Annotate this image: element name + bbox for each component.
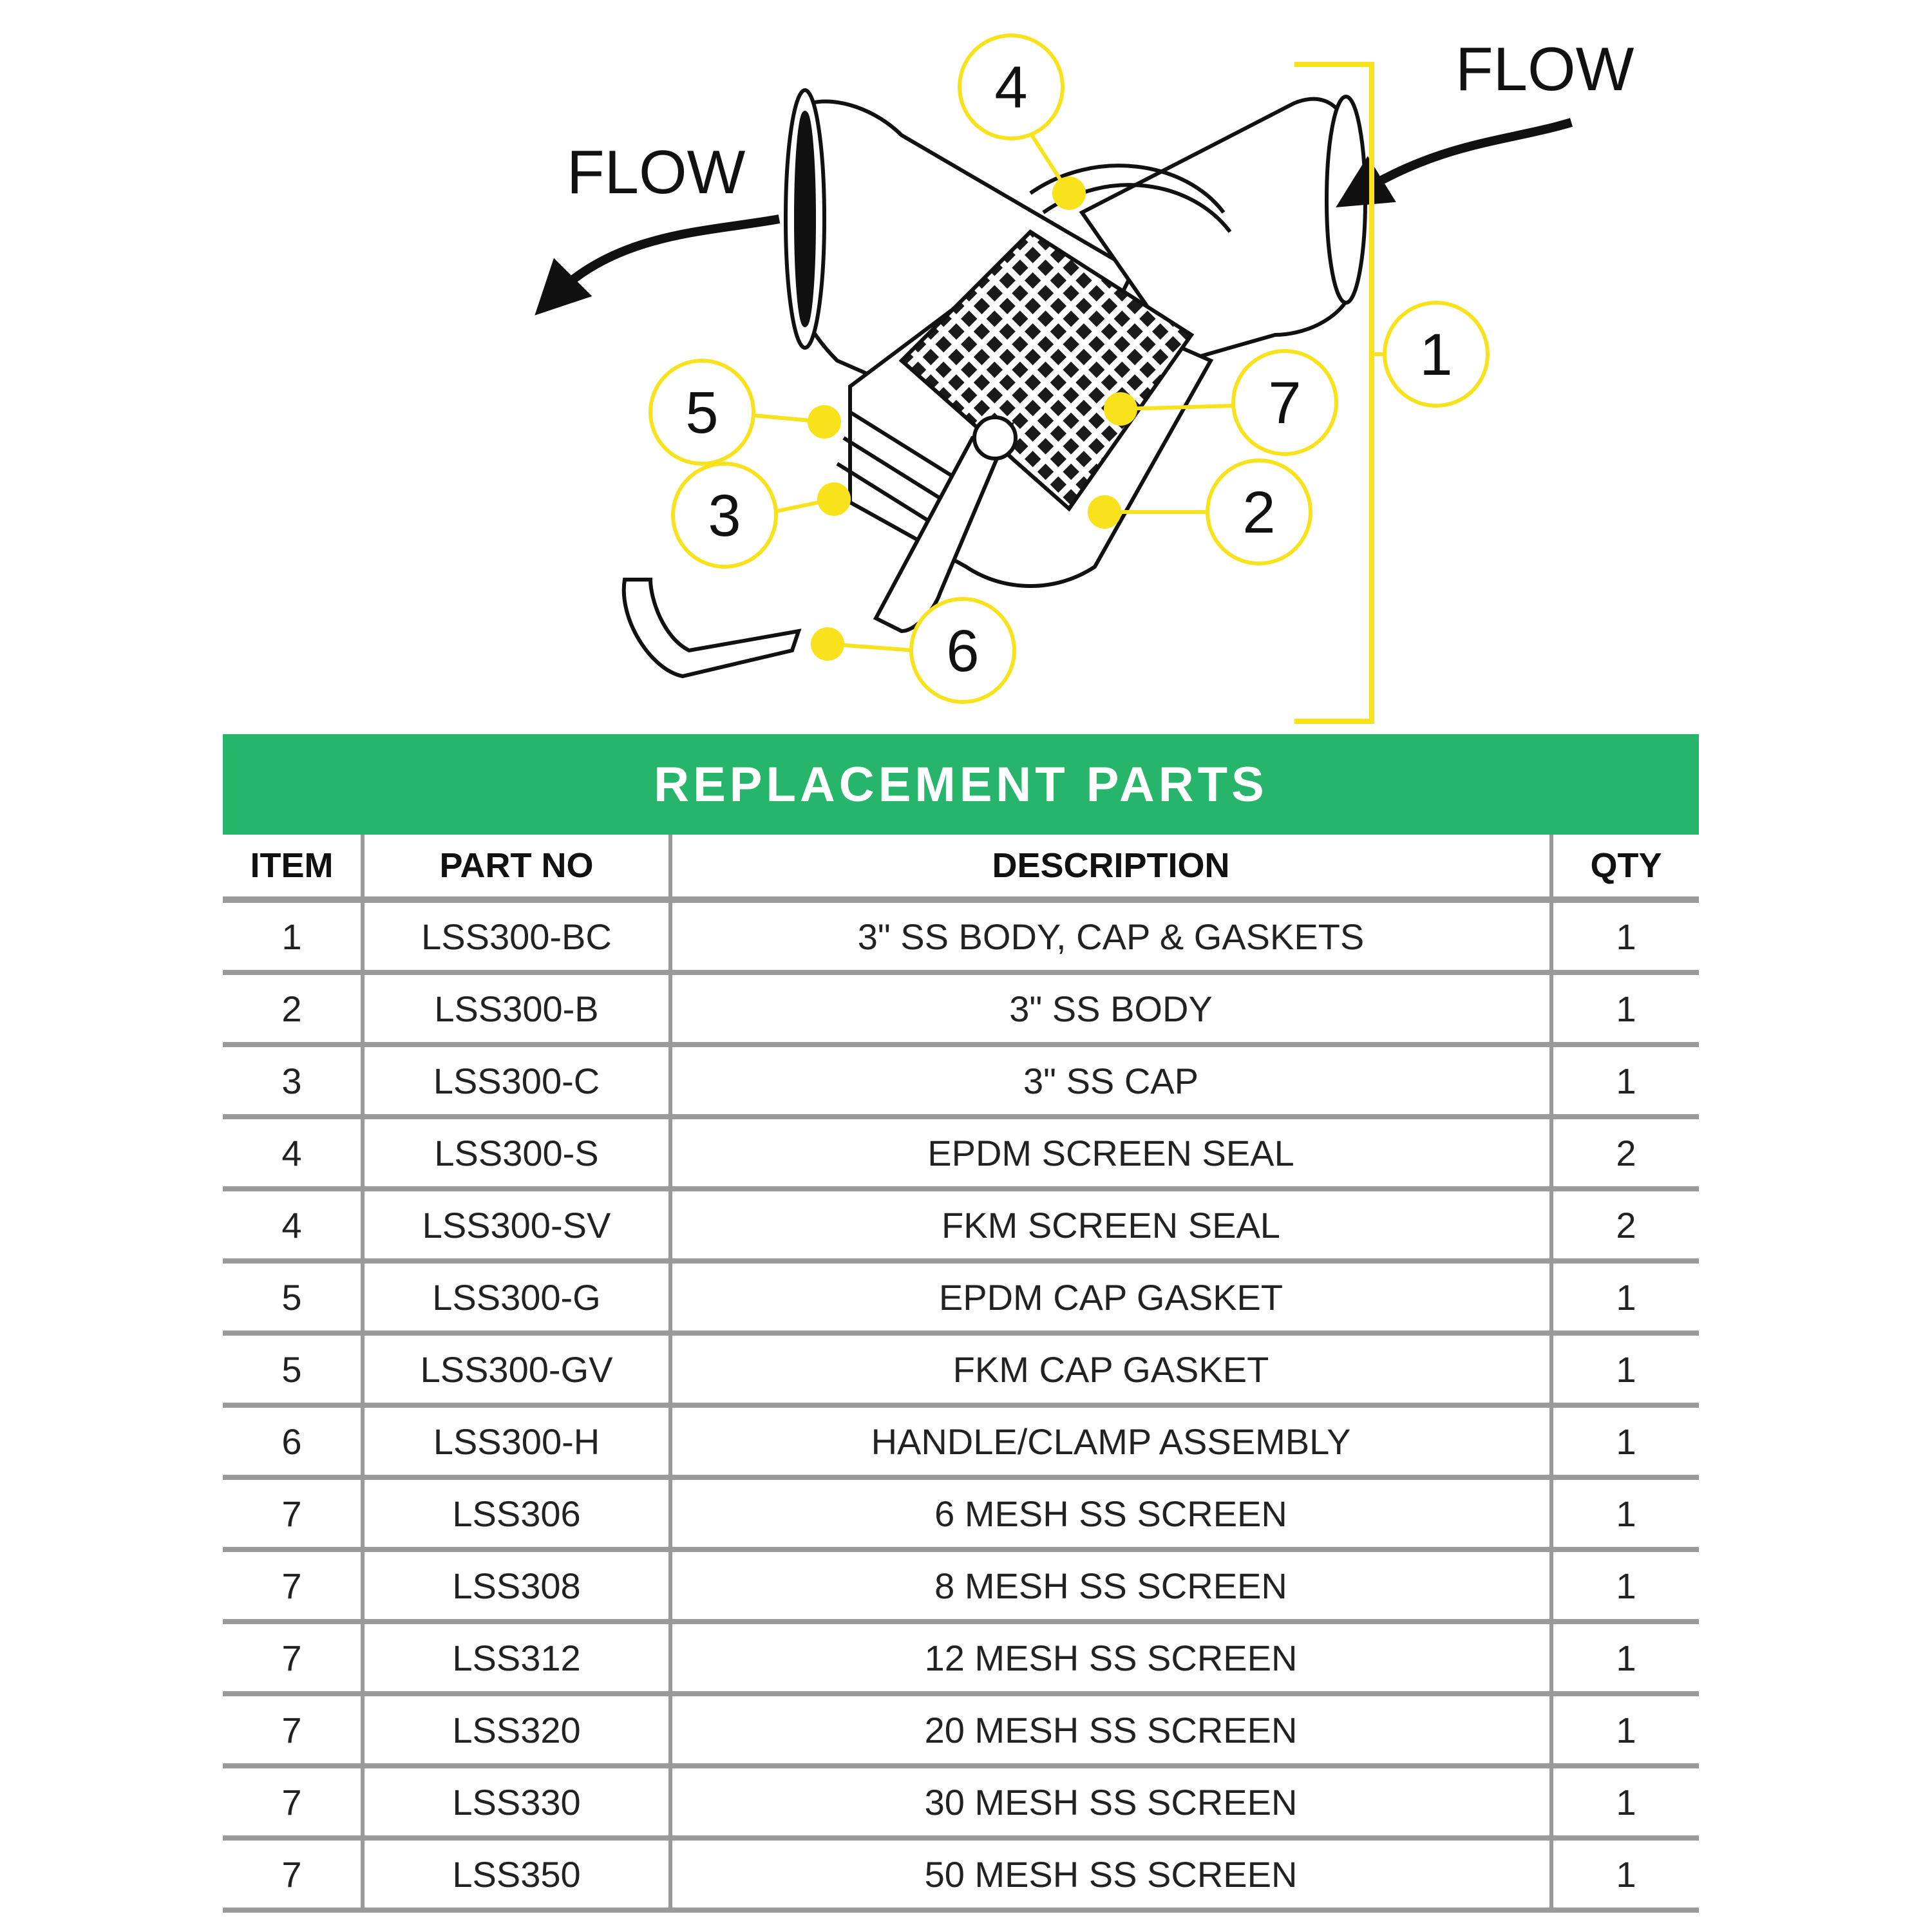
- column-header-part-no: PART NO: [365, 835, 672, 896]
- callout-3: 3: [671, 462, 851, 569]
- part-no-cell: LSS300-C: [365, 1047, 672, 1114]
- part-no-cell: LSS300-B: [365, 975, 672, 1042]
- description-cell: FKM SCREEN SEAL: [672, 1191, 1553, 1258]
- item-cell: 6: [223, 1408, 365, 1475]
- part-no-cell: LSS300-S: [365, 1119, 672, 1186]
- svg-text:2: 2: [1242, 480, 1275, 545]
- part-no-cell: LSS320: [365, 1696, 672, 1763]
- callout-2: 2: [1088, 459, 1312, 565]
- part-no-cell: LSS312: [365, 1624, 672, 1691]
- part-no-cell: LSS330: [365, 1768, 672, 1835]
- item-cell: 7: [223, 1552, 365, 1619]
- item-cell: 5: [223, 1336, 365, 1403]
- item-cell: 4: [223, 1119, 365, 1186]
- part-no-cell: LSS300-H: [365, 1408, 672, 1475]
- qty-cell: 1: [1616, 1637, 1636, 1678]
- item-cell: 7: [223, 1624, 365, 1691]
- item-cell: 7: [223, 1841, 365, 1908]
- column-header-item: ITEM: [223, 835, 365, 896]
- callout-4: 4: [958, 33, 1086, 210]
- description-cell: 20 MESH SS SCREEN: [672, 1696, 1553, 1763]
- description-cell: 3" SS BODY, CAP & GASKETS: [672, 903, 1553, 970]
- description-cell: 50 MESH SS SCREEN: [672, 1841, 1553, 1908]
- part-no-cell: LSS300-SV: [365, 1191, 672, 1258]
- qty-cell: 1: [1616, 1565, 1636, 1606]
- item-cell: 4: [223, 1191, 365, 1258]
- qty-cell: 1: [1616, 1781, 1636, 1823]
- description-cell: 8 MESH SS SCREEN: [672, 1552, 1553, 1619]
- svg-text:6: 6: [946, 618, 979, 684]
- item-cell: 2: [223, 975, 365, 1042]
- qty-cell: 1: [1616, 1421, 1636, 1462]
- callout-1: 1: [1372, 301, 1490, 408]
- svg-text:1: 1: [1419, 322, 1452, 388]
- table-header-row: ITEM PART NO DESCRIPTION QTY: [223, 835, 1699, 903]
- description-cell: HANDLE/CLAMP ASSEMBLY: [672, 1408, 1553, 1475]
- svg-text:5: 5: [685, 380, 718, 446]
- strainer-diagram: FLOW FLOW 1 4 5 3 7 2: [535, 33, 1634, 724]
- column-header-description: DESCRIPTION: [672, 835, 1553, 896]
- qty-cell: 2: [1616, 1132, 1636, 1173]
- part-no-cell: LSS306: [365, 1480, 672, 1547]
- replacement-parts-table: REPLACEMENT PARTS ITEM PART NO DESCRIPTI…: [223, 734, 1699, 1913]
- screen-mesh: [898, 229, 1195, 512]
- description-cell: 3" SS CAP: [672, 1047, 1553, 1114]
- part-no-cell: LSS300-GV: [365, 1336, 672, 1403]
- item-cell: 7: [223, 1696, 365, 1763]
- part-no-cell: LSS300-G: [365, 1264, 672, 1331]
- item-cell: 3: [223, 1047, 365, 1114]
- description-cell: 12 MESH SS SCREEN: [672, 1624, 1553, 1691]
- qty-cell: 1: [1616, 1060, 1636, 1101]
- qty-cell: 1: [1616, 1493, 1636, 1534]
- qty-cell: 2: [1616, 1204, 1636, 1245]
- part-no-cell: LSS350: [365, 1841, 672, 1908]
- description-cell: FKM CAP GASKET: [672, 1336, 1553, 1403]
- qty-cell: 1: [1616, 916, 1636, 957]
- qty-cell: 1: [1616, 1276, 1636, 1318]
- part-no-cell: LSS308: [365, 1552, 672, 1619]
- description-cell: 30 MESH SS SCREEN: [672, 1768, 1553, 1835]
- qty-cell: 1: [1616, 1853, 1636, 1895]
- item-cell: 5: [223, 1264, 365, 1331]
- flow-label-left: FLOW: [567, 138, 746, 207]
- item-cell: 7: [223, 1768, 365, 1835]
- flow-label-right: FLOW: [1455, 35, 1634, 104]
- callout-6: 6: [811, 597, 1016, 704]
- description-cell: EPDM SCREEN SEAL: [672, 1119, 1553, 1186]
- svg-text:7: 7: [1268, 370, 1301, 436]
- description-cell: 6 MESH SS SCREEN: [672, 1480, 1553, 1547]
- body-bracket: [1294, 62, 1374, 724]
- qty-cell: 1: [1616, 1709, 1636, 1750]
- qty-cell: 1: [1616, 1349, 1636, 1390]
- description-cell: 3" SS BODY: [672, 975, 1553, 1042]
- flow-arrow-left: [535, 214, 781, 316]
- svg-text:4: 4: [994, 55, 1027, 120]
- callout-7: 7: [1104, 349, 1338, 456]
- column-header-qty: QTY: [1590, 846, 1662, 885]
- callout-5: 5: [649, 359, 841, 466]
- qty-cell: 1: [1616, 988, 1636, 1029]
- description-cell: EPDM CAP GASKET: [672, 1264, 1553, 1331]
- table-title: REPLACEMENT PARTS: [223, 734, 1699, 835]
- svg-text:3: 3: [708, 483, 741, 549]
- item-cell: 1: [223, 903, 365, 970]
- flow-arrow-right: [1336, 118, 1573, 207]
- item-cell: 7: [223, 1480, 365, 1547]
- part-no-cell: LSS300-BC: [365, 903, 672, 970]
